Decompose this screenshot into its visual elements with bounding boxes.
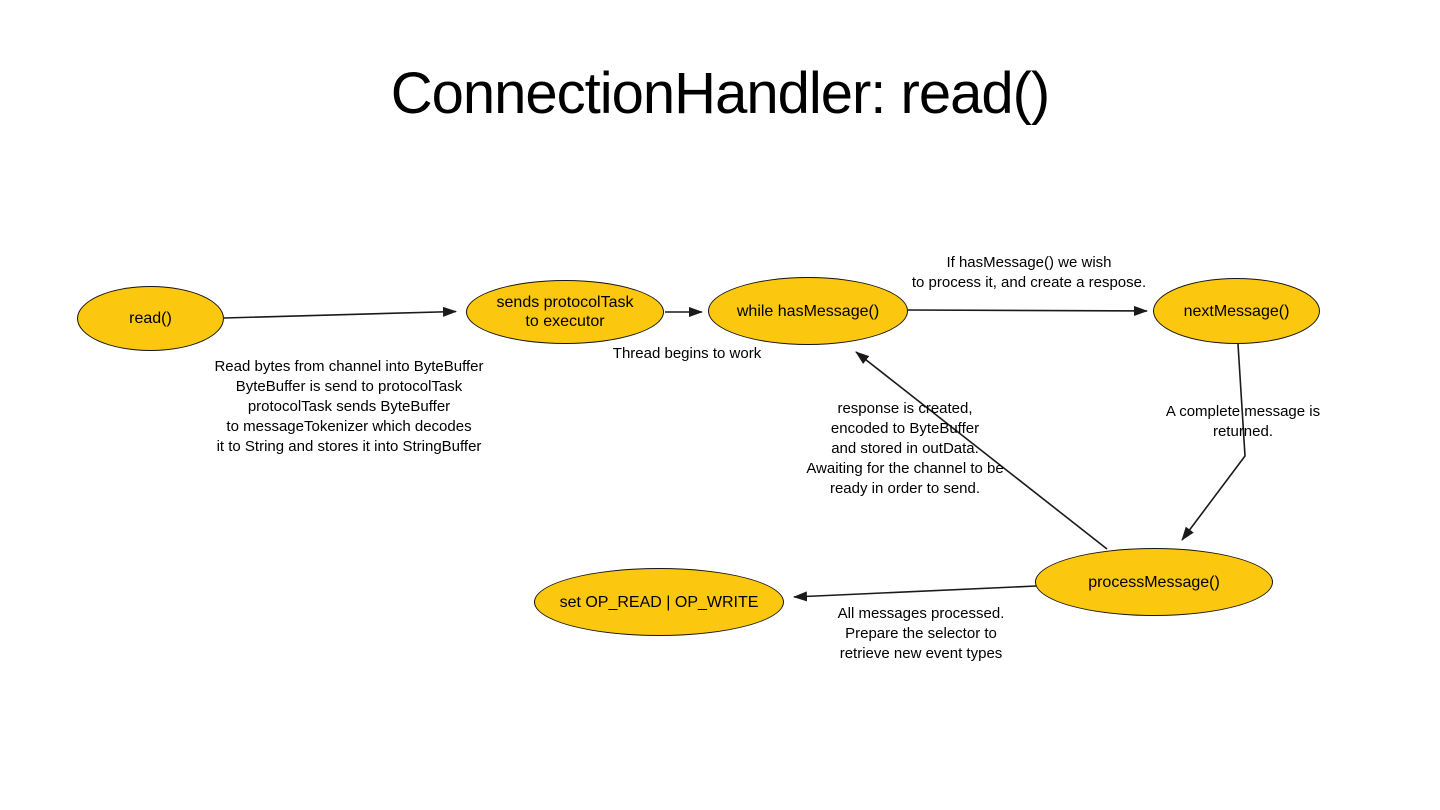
node-send-protocoltask: sends protocolTask to executor: [466, 280, 664, 344]
node-read: read(): [77, 286, 224, 351]
annotation-all-messages: All messages processed. Prepare the sele…: [837, 605, 1005, 662]
diagram-title: ConnectionHandler: read(): [390, 61, 1050, 126]
node-processmessage: processMessage(): [1035, 548, 1273, 616]
node-set-op-read-write: set OP_READ | OP_WRITE: [534, 568, 784, 636]
edge-process-to-while: [855, 351, 1108, 550]
edge-process-to-setop: [793, 585, 1037, 602]
annotation-response-created: response is created, encoded to ByteBuff…: [806, 400, 1004, 497]
edge-next-to-process: [1181, 343, 1246, 541]
node-while-hasmessage: while hasMessage(): [708, 277, 908, 345]
annotation-thread-begins: Thread begins to work: [612, 345, 762, 362]
node-nextmessage: nextMessage(): [1153, 278, 1320, 344]
edge-while-to-next: [907, 305, 1148, 316]
edge-read-to-sendtask: [223, 306, 457, 319]
annotation-read-bytes: Read bytes from channel into ByteBuffer …: [214, 358, 484, 455]
annotation-if-hasmessage: If hasMessage() we wish to process it, a…: [911, 254, 1147, 291]
annotation-complete-message: A complete message is returned.: [1165, 403, 1321, 440]
